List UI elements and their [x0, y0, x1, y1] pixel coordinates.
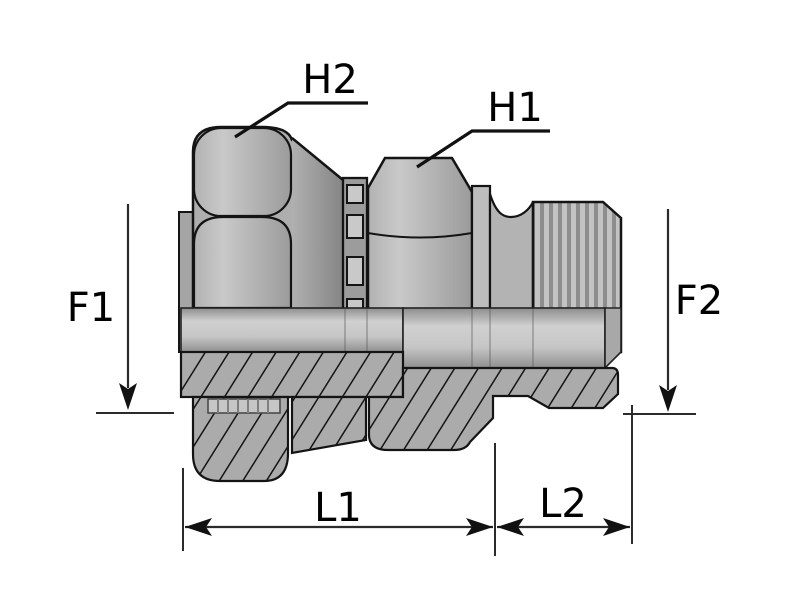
labels: H2 H1 F1 F2 L1 L2 — [67, 57, 723, 531]
label-f2: F2 — [675, 278, 723, 324]
l1-arrow-left — [185, 518, 212, 536]
hatch-overlay — [193, 397, 288, 481]
h2-leader-line — [234, 101, 368, 139]
hatch-overlay — [292, 397, 366, 453]
l1-arrow-right — [466, 518, 493, 536]
bore-section — [180, 307, 622, 370]
crimp-window — [346, 256, 364, 286]
cone-edge — [291, 137, 344, 181]
h1-leader-line — [416, 129, 550, 169]
thread-end-face — [604, 307, 622, 370]
swivel-nut-upper-facet — [192, 126, 293, 218]
f2-arrow-down — [659, 385, 677, 412]
section-hatch — [179, 350, 620, 483]
cone-transition — [292, 138, 343, 352]
crimp-window — [346, 184, 364, 204]
label-h1: H1 — [487, 85, 543, 131]
dimension-lines — [96, 204, 696, 556]
label-l1: L1 — [314, 485, 362, 531]
l2-arrow-left — [497, 518, 524, 536]
bore-cylinder-right — [402, 307, 606, 369]
body-hex-facet-line — [367, 232, 473, 239]
f1-arrow-down — [119, 383, 137, 410]
internal-thread — [207, 398, 281, 414]
callout-leaders — [234, 101, 550, 169]
swivel-nut-lower-facet — [192, 215, 293, 310]
crimp-window — [346, 214, 364, 239]
label-f1: F1 — [67, 285, 115, 331]
hatch-overlay — [181, 352, 403, 397]
label-h2: H2 — [302, 57, 358, 103]
bore-ghost-edges — [344, 309, 534, 367]
dimension-arrows — [119, 383, 677, 536]
bore-cylinder-left — [180, 307, 404, 353]
l2-arrow-right — [603, 518, 630, 536]
internal-thread-crests — [217, 399, 269, 413]
hatch-overlay — [369, 368, 618, 450]
label-l2: L2 — [539, 481, 587, 527]
